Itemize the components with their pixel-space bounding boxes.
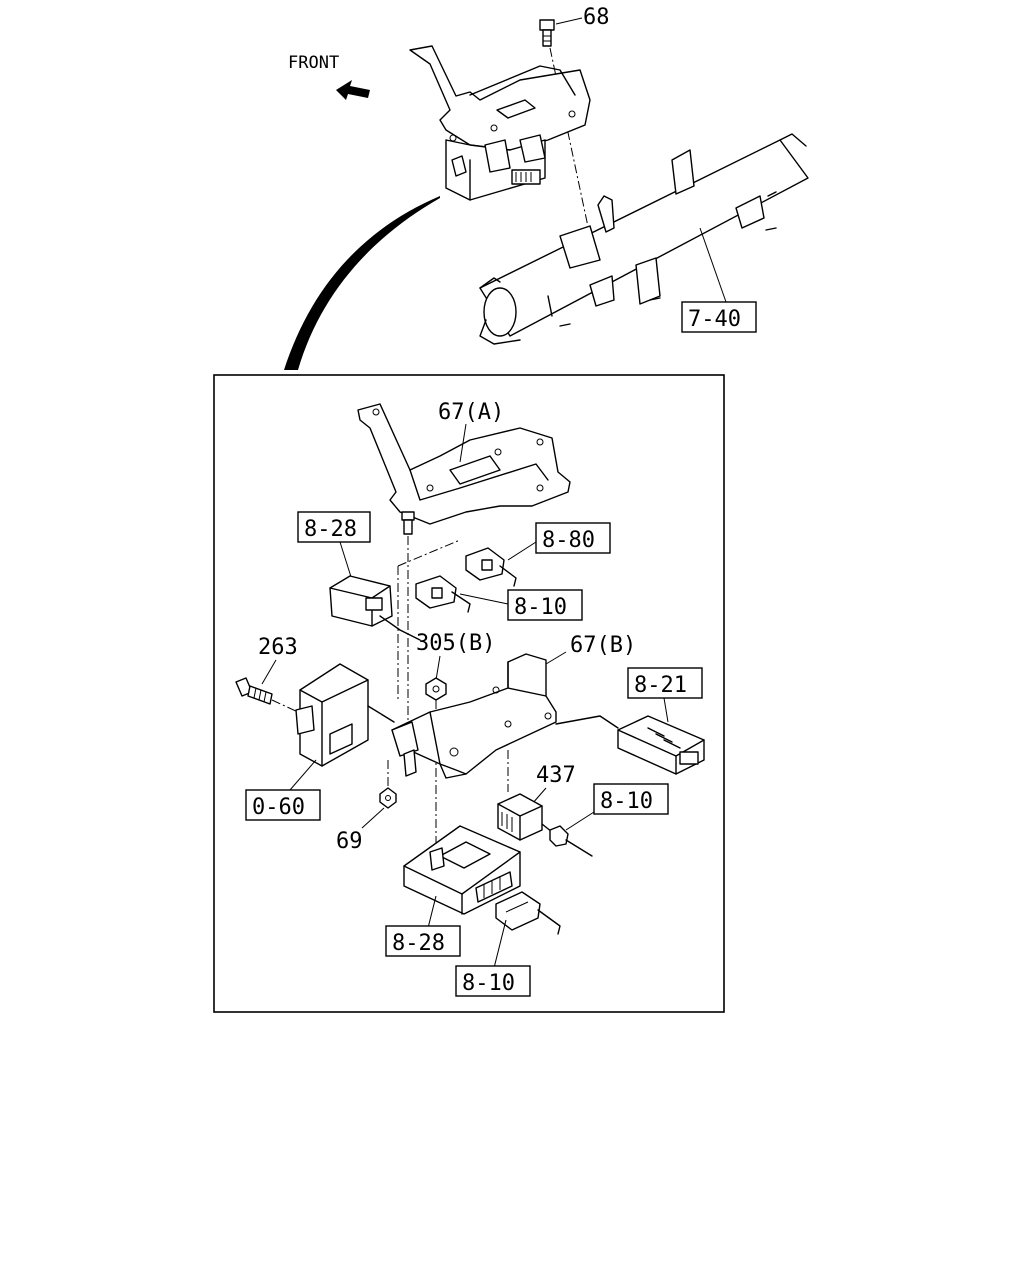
leader-68 [555,17,583,25]
leader-8-28-top [339,541,353,581]
leader-69 [361,807,385,829]
detail-curve-arrow [284,196,440,370]
leader-7-40 [699,227,727,303]
control-unit-0-60 [295,663,369,767]
leader-8-10-a [459,593,509,605]
callout-263: 263 [258,635,298,660]
callout-8-28-top: 8-28 [304,517,357,542]
cross-beam [479,133,809,345]
callout-box-8-28-top [297,511,371,543]
leader-8-80 [507,541,537,561]
leader-305b [435,655,441,681]
relay-connector-8-28 [329,575,393,627]
leader-0-60 [289,759,317,791]
leader-67b [545,651,567,665]
detail-frame [213,374,725,1013]
bolt-263 [235,677,273,705]
leader-8-21 [663,697,669,723]
callout-0-60: 0-60 [252,795,305,820]
callout-7-40: 7-40 [688,307,741,332]
callout-67b: 67(B) [570,633,636,658]
leader-8-10-c [493,919,507,969]
front-arrow-icon [336,80,370,100]
control-module-8-28 [403,825,521,915]
callout-67a: 67(A) [438,400,504,425]
callout-8-10-c: 8-10 [462,971,515,996]
bolt-axis-263 [271,699,299,713]
callout-8-21: 8-21 [634,673,687,698]
callout-69: 69 [336,829,363,854]
callout-box-8-10-a [507,589,583,621]
bolt-axis-68 [549,47,591,237]
callout-8-80: 8-80 [542,528,595,553]
bracket-67a [357,403,571,525]
connector-8-80 [465,547,517,587]
connector-8-10-c [495,891,561,935]
relay-437 [497,793,543,841]
callout-8-10-a: 8-10 [514,595,567,620]
callout-8-10-b: 8-10 [600,789,653,814]
nut-305b [425,677,447,701]
callout-68: 68 [583,5,610,30]
callout-box-8-28-bot [385,925,461,957]
bracket-67b [391,653,557,779]
bolt-68 [539,19,555,47]
front-label: FRONT [288,53,339,73]
nut-69 [379,787,397,809]
leader-67a [459,423,467,463]
callout-box-0-60 [245,789,321,821]
leader-8-10-b [565,811,595,831]
leader-263 [261,659,277,685]
callout-box-7-40 [681,301,757,333]
upper-bracket-assembly [409,45,591,201]
callout-box-8-10-c [455,965,531,997]
connector-8-10-b [549,825,593,857]
connector-8-21 [617,715,705,775]
callout-8-28-bot: 8-28 [392,931,445,956]
callout-437: 437 [536,763,576,788]
callout-box-8-10-b [593,783,669,815]
connector-8-10-a [415,575,471,613]
callout-box-8-80 [535,522,611,554]
callout-box-8-21 [627,667,703,699]
leader-8-28-bot [427,895,437,929]
callout-305b: 305(B) [416,631,495,656]
screw-305b-upper [401,511,415,535]
